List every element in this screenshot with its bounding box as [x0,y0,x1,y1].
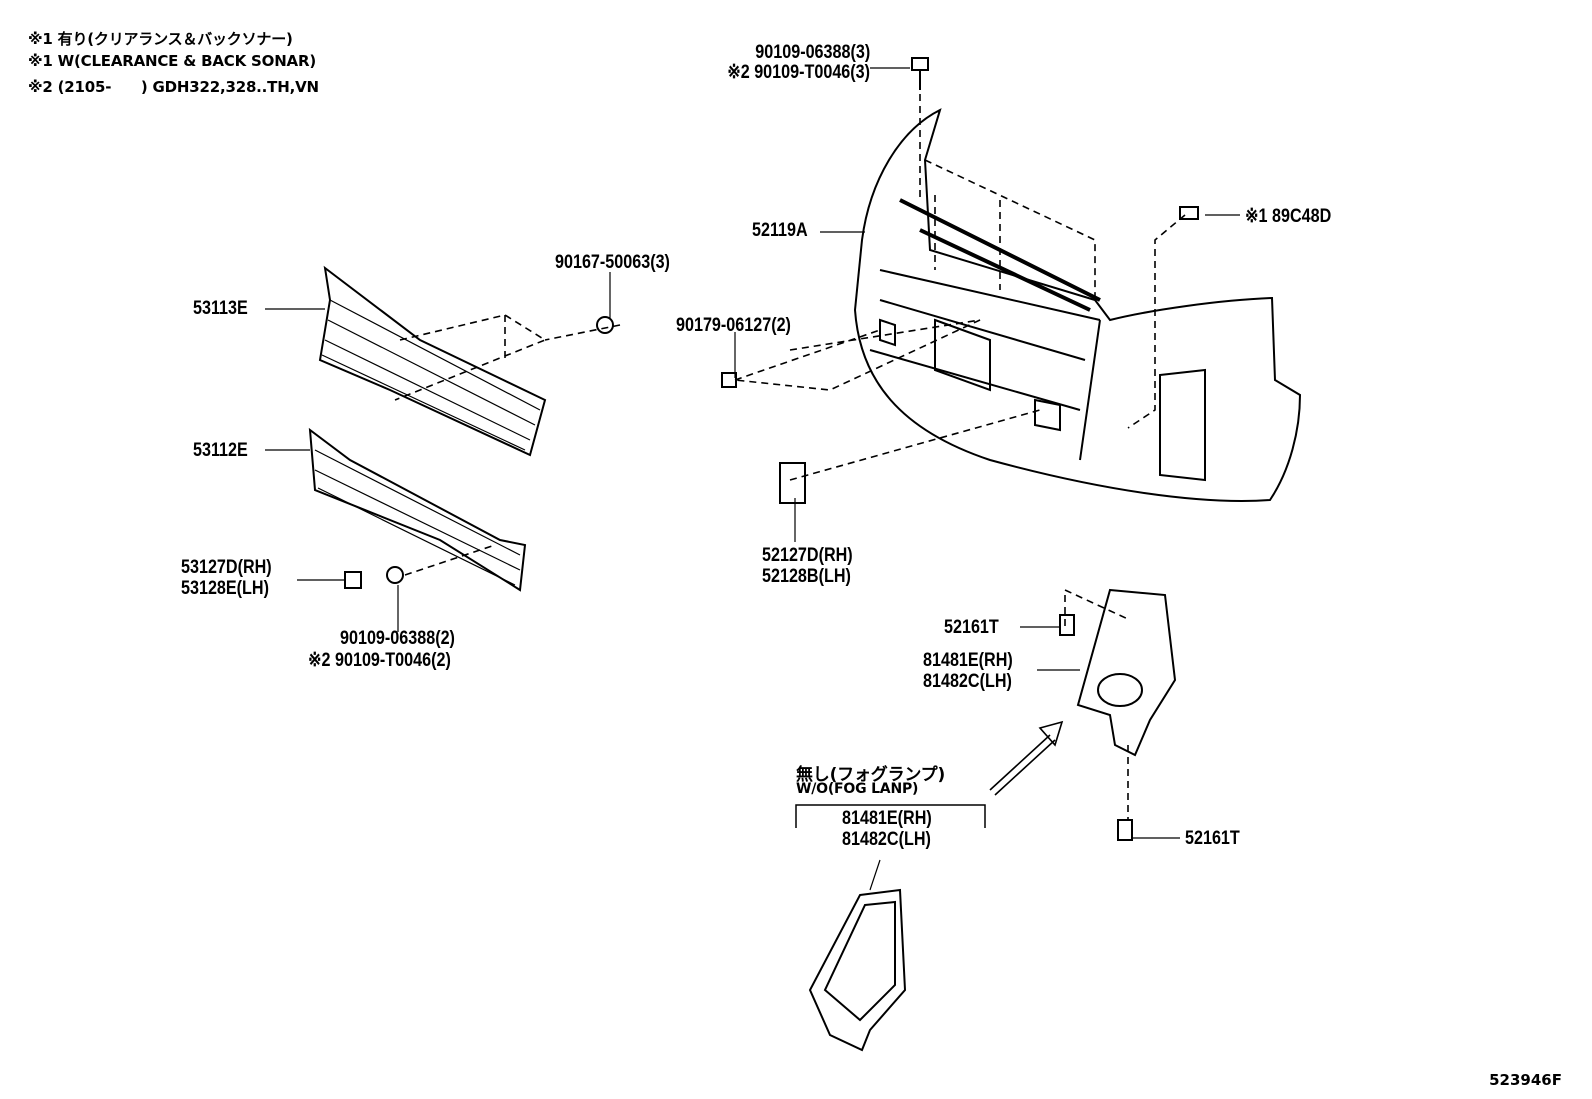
part-label-blank-cover-rh[interactable]: 81481E(RH) [842,808,932,829]
wo-fog-note-en: W/O(FOG LANP) [796,781,919,797]
upper-grille-illustration [318,265,547,457]
note-1-en: ※1 W(CLEARANCE & BACK SONAR) [28,52,316,70]
part-label-bolt-lower-alt[interactable]: ※2 90109-T0046(2) [308,650,451,671]
part-label-bolt-top-alt[interactable]: ※2 90109-T0046(3) [727,62,870,83]
part-label-bumper[interactable]: 52119A [752,220,808,241]
note-2: ※2 (2105- ) GDH322,328..TH,VN [28,78,319,96]
part-label-upper-grille[interactable]: 53113E [193,298,248,319]
part-label-bolt-lower[interactable]: 90109-06388(2) [340,628,455,649]
part-label-retainer-lh[interactable]: 53128E(LH) [181,578,269,599]
lower-grille-illustration [308,427,527,592]
fastener-icons [344,57,1199,841]
part-label-bolt-top[interactable]: 90109-06388(3) [755,42,870,63]
arrow-icon [989,720,1064,796]
bracket-line [795,804,986,828]
part-label-sensor[interactable]: ※1 89C48D [1245,206,1332,227]
part-label-clip-bumper[interactable]: 90179-06127(2) [676,315,791,336]
note-1-jp: ※1 有り(クリアランス＆バックソナー) [28,30,293,48]
wo-fog-note-jp: 無し(フォグランプ) [796,765,946,785]
part-label-fog-cover-rh[interactable]: 81481E(RH) [923,650,1013,671]
part-label-cover-lh[interactable]: 52128B(LH) [762,566,851,587]
part-label-retainer-rh[interactable]: 53127D(RH) [181,557,272,578]
part-label-lower-grille[interactable]: 53112E [193,440,248,461]
part-label-cover-rh[interactable]: 52127D(RH) [762,545,853,566]
part-label-blank-cover-lh[interactable]: 81482C(LH) [842,829,931,850]
blank-fog-cover-illustration [808,888,907,1052]
part-label-clip-upper-grille[interactable]: 90167-50063(3) [555,252,670,273]
part-label-clip-fog-lower[interactable]: 52161T [1185,828,1240,849]
illustration-code: 523946F [1489,1071,1562,1089]
part-label-clip-fog-upper[interactable]: 52161T [944,617,999,638]
fog-cover-illustration [1076,588,1177,757]
part-label-fog-cover-lh[interactable]: 81482C(LH) [923,671,1012,692]
front-bumper-illustration [853,108,1302,502]
